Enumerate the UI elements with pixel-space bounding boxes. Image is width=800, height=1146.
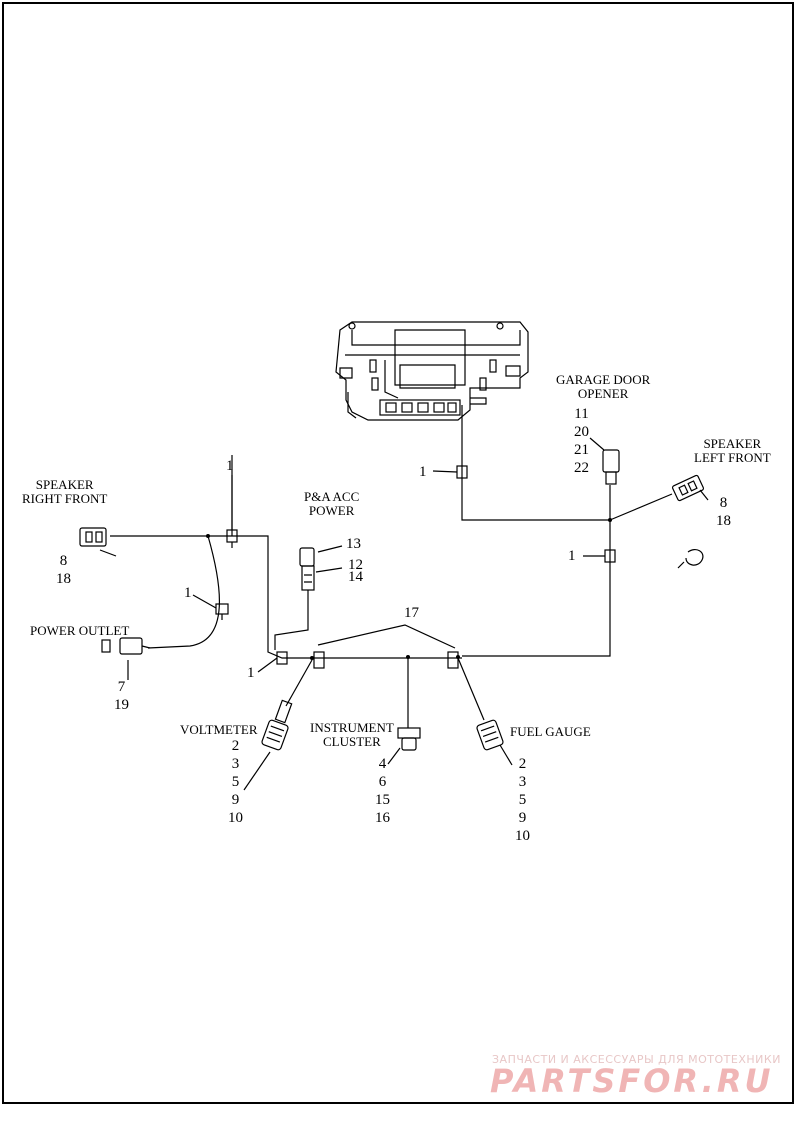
callout-voltmeter: 2 3 5 9 10 [228,738,243,826]
label-power-outlet: POWER OUTLET [30,623,130,638]
watermark-tagline: ЗАПЧАСТИ И АКСЕССУАРЫ ДЛЯ МОТОТЕХНИКИ [492,1053,781,1066]
clip-harness-left [313,651,325,669]
callout-fuel-gauge: 2 3 5 9 10 [515,756,530,844]
instrument-cluster-connector [397,727,421,751]
callout-pa-14: 14 [348,569,363,585]
watermark-logo: PARTSFOR.RU [490,1062,774,1100]
callout-power-outlet: 7 19 [114,679,129,713]
garage-door-opener-connector [602,449,620,485]
label-speaker-left-front: SPEAKER LEFT FRONT [694,436,771,465]
callout-clip-top: 1 [226,458,234,474]
callout-clip-bottom-left: 1 [247,665,255,681]
cable-strap [677,548,704,569]
callout-clip-right: 1 [568,548,576,564]
speaker-right-front-connector [79,527,107,547]
callout-speaker-rf: 8 18 [56,553,71,587]
callout-garage: 11 20 21 22 [574,406,589,476]
main-harness-wires [110,405,673,728]
voltmeter-connector [261,699,293,751]
callout-harness-17: 17 [404,605,419,621]
clip-harness-right [447,651,459,669]
label-speaker-right-front: SPEAKER RIGHT FRONT [22,477,108,506]
label-fuel-gauge: FUEL GAUGE [510,724,591,739]
drawing-frame [2,2,794,1104]
callout-clip-garage: 1 [419,464,427,480]
power-outlet-connector [101,637,151,655]
label-voltmeter: VOLTMETER [180,722,258,737]
fuel-gauge-connector [476,719,504,751]
label-garage-door-opener: GARAGE DOOR OPENER [556,372,651,401]
pa-acc-power-connector [299,547,315,591]
speaker-left-front-connector [671,474,705,502]
callout-instrument-cluster: 4 6 15 16 [375,756,390,826]
callout-pa-13: 13 [346,536,361,552]
label-pa-acc-power: P&A ACC POWER [304,489,360,518]
callout-clip-power-outlet: 1 [184,585,192,601]
callout-speaker-lf: 8 18 [716,495,731,529]
clip-power-outlet [215,603,229,620]
fairing-bracket-assembly [335,321,529,421]
callout-pa-12: 12 [348,557,363,573]
label-instrument-cluster: INSTRUMENT CLUSTER [310,720,394,749]
